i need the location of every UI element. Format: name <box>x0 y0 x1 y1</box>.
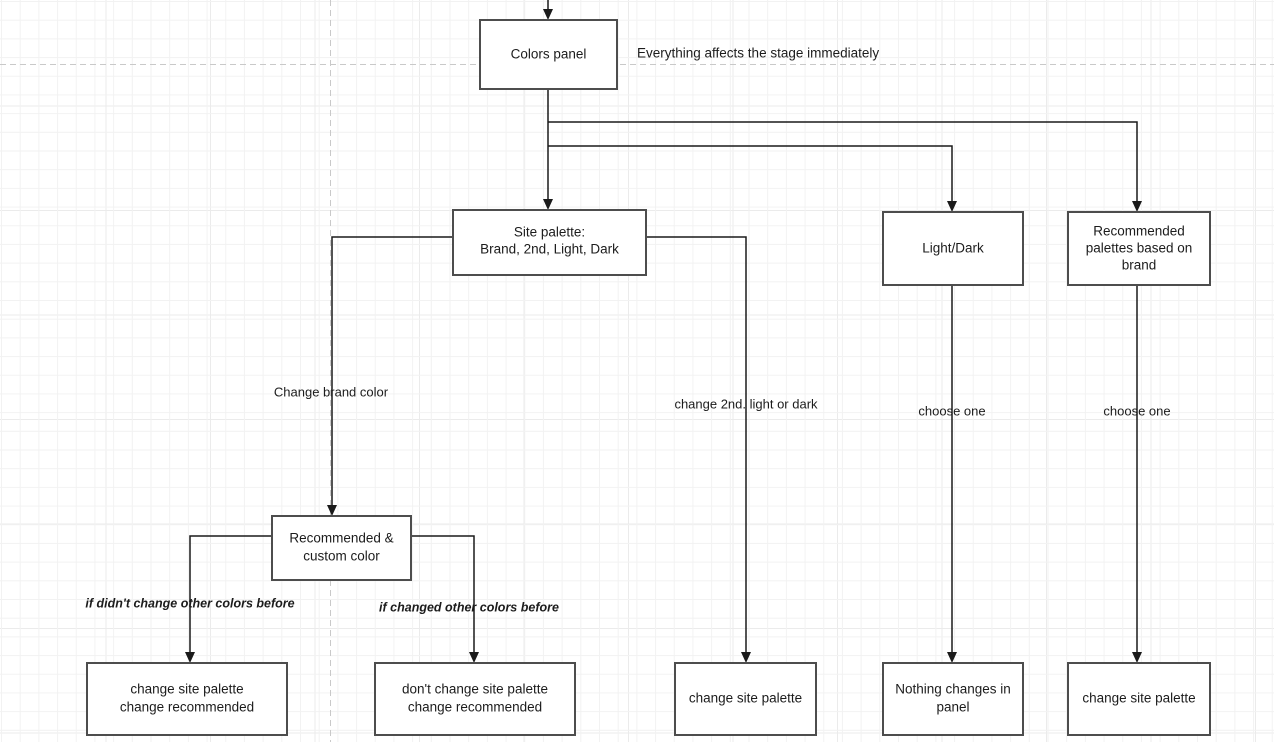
edges <box>185 0 1142 663</box>
edge-site-palette-to-recommended-custom <box>331 236 453 509</box>
arrowhead-site-palette-to-change-site-palette <box>741 652 751 663</box>
edge-label-change-2nd-light-or-dark: change 2nd. light or dark <box>674 396 818 411</box>
node-change-site-palette-2nd-label: change site palette <box>689 691 802 706</box>
edge-colors-panel-to-light-dark <box>548 145 953 205</box>
node-dont-change-site-palette-change-recommended-label-line1: don't change site palette <box>402 682 548 697</box>
node-site-palette[interactable]: Site palette: Brand, 2nd, Light, Dark <box>452 209 647 276</box>
node-change-site-palette-recommended-label: change site palette <box>1082 691 1195 706</box>
arrowhead-recommended-palettes-to-change-site-palette <box>1132 652 1142 663</box>
node-light-dark-label: Light/Dark <box>922 241 984 256</box>
arrowhead-colors-panel-to-site-palette <box>543 199 553 210</box>
node-nothing-changes-in-panel[interactable]: Nothing changes in panel <box>882 662 1024 736</box>
node-dont-change-site-palette-change-recommended-label-line2: change recommended <box>408 700 542 715</box>
arrowhead-incoming-to-colors-panel <box>543 9 553 20</box>
node-change-site-palette-change-recommended-label-line2: change recommended <box>120 700 254 715</box>
node-change-site-palette-2nd[interactable]: change site palette <box>674 662 817 736</box>
edge-recommended-custom-to-dont-change-palette <box>411 535 475 656</box>
node-change-site-palette-2nd-box[interactable] <box>674 662 817 736</box>
node-recommended-custom-color-box[interactable] <box>271 515 412 581</box>
node-site-palette-label-line1: Site palette: <box>514 225 585 240</box>
node-nothing-changes-in-panel-label-line2: panel <box>936 700 969 715</box>
node-colors-panel-box[interactable] <box>479 19 618 90</box>
edge-colors-panel-to-recommended-palettes <box>548 121 1138 205</box>
node-light-dark-box[interactable] <box>882 211 1024 286</box>
edge-recommended-custom-to-change-palette-recommended <box>189 535 272 656</box>
note-immediate-effect: Everything affects the stage immediately <box>637 46 879 61</box>
node-nothing-changes-in-panel-box[interactable] <box>882 662 1024 736</box>
node-recommended-palettes-label-line3: brand <box>1122 258 1157 273</box>
node-colors-panel-label: Colors panel <box>511 47 587 62</box>
node-recommended-palettes-label-line2: palettes based on <box>1086 241 1193 256</box>
node-change-site-palette-change-recommended-box[interactable] <box>86 662 288 736</box>
edge-label-choose-one-recommended: choose one <box>1103 403 1170 418</box>
node-recommended-custom-color-label-line2: custom color <box>303 549 380 564</box>
edge-label-if-didnt-change-other-colors-before: if didn't change other colors before <box>85 596 294 610</box>
nodes: Colors panel Site palette: Brand, 2nd, L… <box>86 19 1211 736</box>
node-recommended-custom-color[interactable]: Recommended & custom color <box>271 515 412 581</box>
node-light-dark[interactable]: Light/Dark <box>882 211 1024 286</box>
arrowhead-light-dark-to-nothing-changes <box>947 652 957 663</box>
arrowhead-recommended-custom-to-dont-change-palette <box>469 652 479 663</box>
node-recommended-custom-color-label-line1: Recommended & <box>289 531 393 546</box>
node-change-site-palette-change-recommended[interactable]: change site palette change recommended <box>86 662 288 736</box>
node-recommended-palettes[interactable]: Recommended palettes based on brand <box>1067 211 1211 286</box>
arrowhead-colors-panel-to-recommended-palettes <box>1132 201 1142 212</box>
node-change-site-palette-recommended-box[interactable] <box>1067 662 1211 736</box>
edge-label-choose-one-light-dark: choose one <box>918 403 985 418</box>
node-colors-panel[interactable]: Colors panel <box>479 19 618 90</box>
arrowhead-colors-panel-to-light-dark <box>947 201 957 212</box>
node-change-site-palette-recommended[interactable]: change site palette <box>1067 662 1211 736</box>
node-dont-change-site-palette-change-recommended[interactable]: don't change site palette change recomme… <box>374 662 576 736</box>
node-recommended-palettes-box[interactable] <box>1067 211 1211 286</box>
arrowhead-recommended-custom-to-change-palette-recommended <box>185 652 195 663</box>
node-recommended-palettes-label-line1: Recommended <box>1093 224 1185 239</box>
edge-label-change-brand-color: Change brand color <box>274 384 389 399</box>
edge-label-if-changed-other-colors-before: if changed other colors before <box>379 600 559 614</box>
labels: Everything affects the stage immediately… <box>85 46 1170 615</box>
node-dont-change-site-palette-change-recommended-box[interactable] <box>374 662 576 736</box>
node-change-site-palette-change-recommended-label-line1: change site palette <box>130 682 243 697</box>
arrowhead-site-palette-to-recommended-custom <box>327 505 337 516</box>
node-site-palette-label-line2: Brand, 2nd, Light, Dark <box>480 242 619 257</box>
node-nothing-changes-in-panel-label-line1: Nothing changes in <box>895 682 1011 697</box>
node-site-palette-box[interactable] <box>452 209 647 276</box>
edge-site-palette-to-change-site-palette <box>646 236 747 656</box>
